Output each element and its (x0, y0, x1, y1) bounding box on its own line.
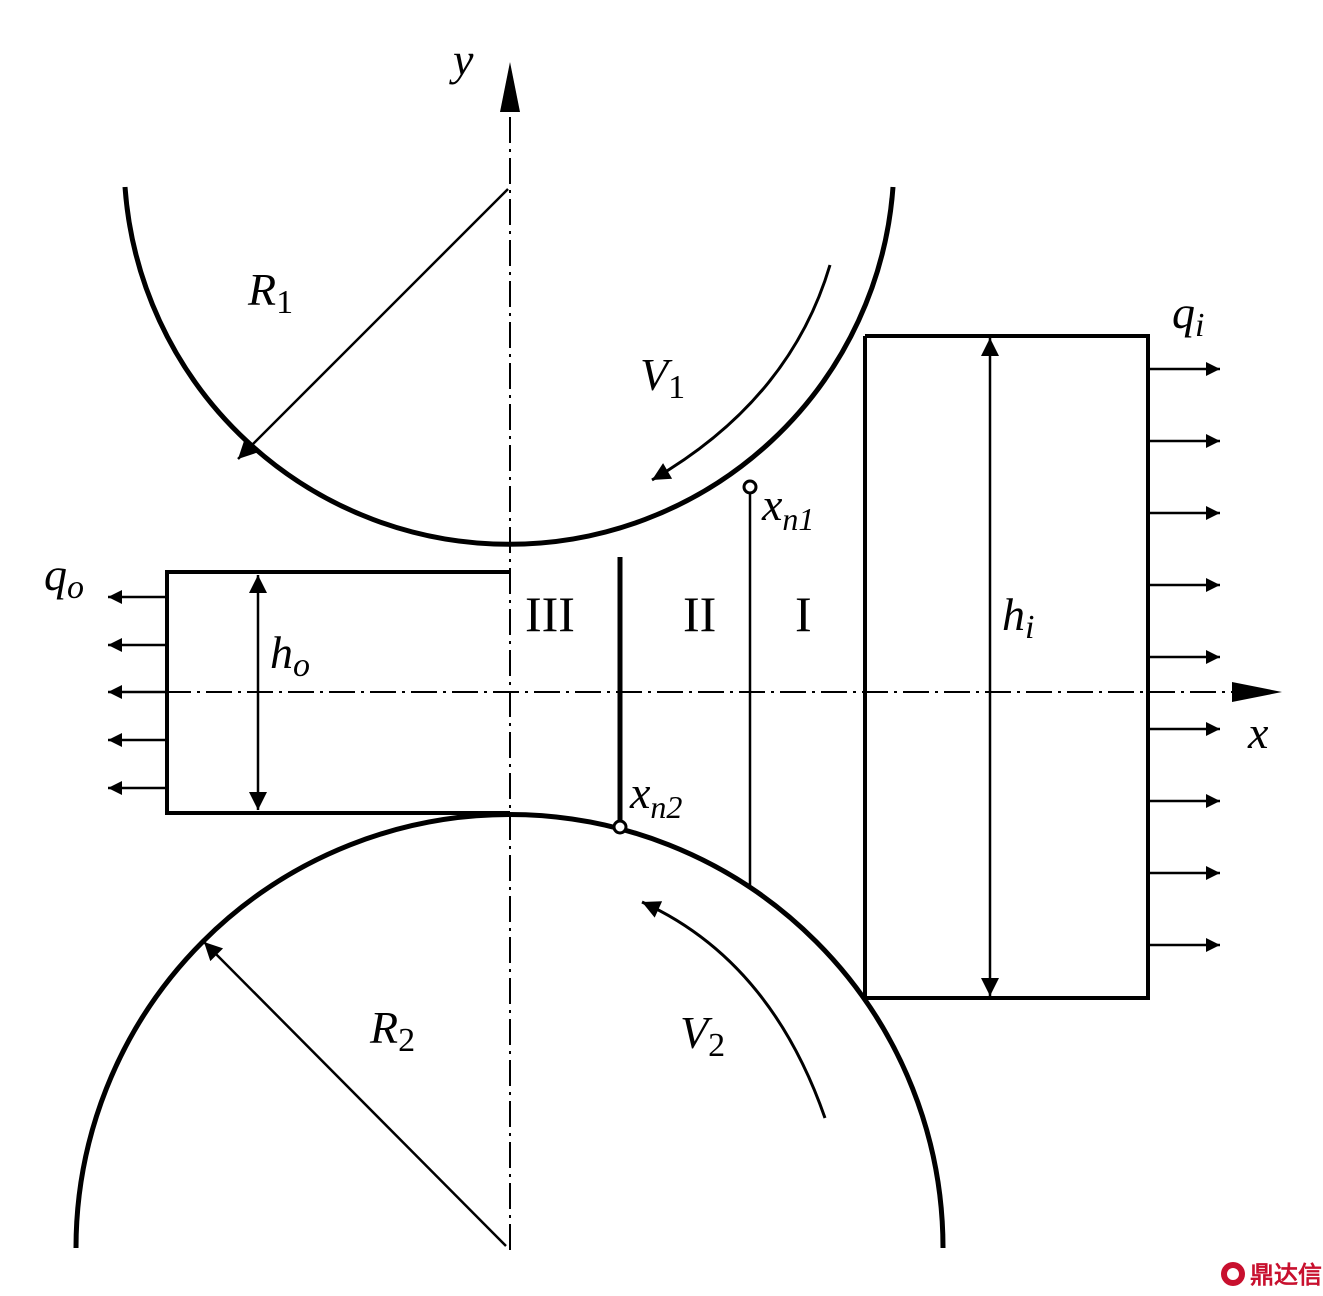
velocity-v1-label: V1 (640, 349, 685, 406)
zone-1-label: I (795, 586, 812, 642)
watermark-text: 鼎达信 (1250, 1261, 1322, 1289)
neutral-point-1-label: xn1 (761, 479, 814, 537)
velocity-v2-label: V2 (680, 1007, 725, 1064)
entry-thickness-label: hi (1002, 589, 1034, 646)
exit-thickness-label: ho (270, 627, 310, 684)
neutral-point-2-label: xn2 (629, 767, 682, 825)
x-axis-arrow (1232, 682, 1282, 702)
neutral-point-1-marker (742, 479, 758, 495)
rotation-v2-arrow (641, 900, 827, 1119)
exit-strip-outline (165, 570, 445, 815)
zone-2-label: II (683, 586, 716, 642)
neutral-point-2-marker (612, 819, 628, 835)
exit-tension-arrows (108, 590, 165, 795)
zone-3-label: III (525, 586, 575, 642)
y-axis-label: y (449, 34, 474, 85)
radius-r2-label: R2 (369, 1002, 415, 1059)
rotation-v1-arrow (651, 264, 832, 482)
exit-tension-label: qo (44, 549, 84, 606)
radius-r2-arrow (203, 941, 507, 1247)
x-axis-label: x (1247, 707, 1269, 758)
entry-tension-label: qi (1172, 287, 1204, 344)
radius-r1-arrow (237, 188, 509, 460)
watermark: 鼎达信 (1221, 1261, 1322, 1289)
y-axis-arrow (500, 62, 520, 112)
entry-tension-arrows (1150, 362, 1220, 952)
entry-strip-outline (863, 334, 1150, 1000)
upper-roll-arc (122, 186, 896, 547)
radius-r1-label: R1 (247, 264, 293, 321)
